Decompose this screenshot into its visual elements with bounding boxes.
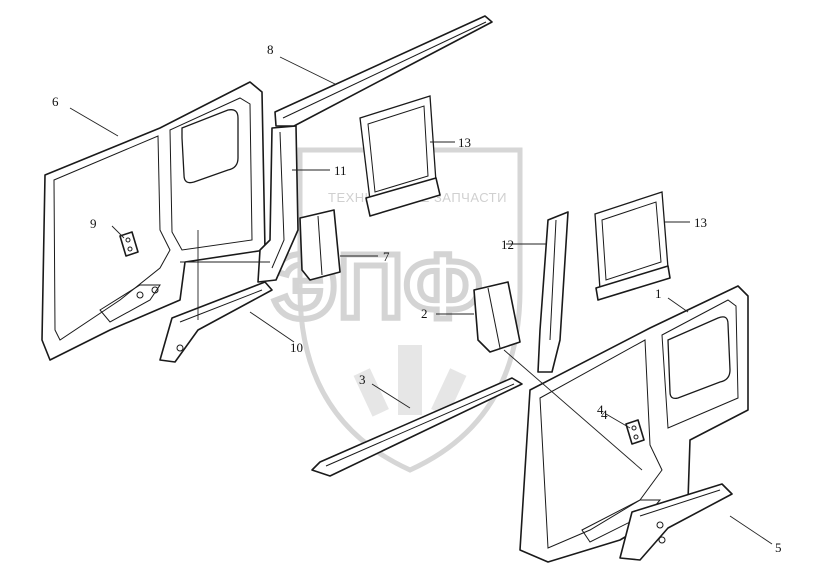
callout-3: 3	[359, 372, 366, 387]
callout-4-b: 4	[601, 407, 608, 422]
assembly-lines	[180, 230, 643, 471]
callout-13-upper: 13	[458, 135, 471, 150]
part-door-sill	[311, 377, 523, 477]
part-inner-pillar-right	[473, 281, 521, 353]
callout-8: 8	[267, 42, 274, 57]
callout-2: 2	[421, 306, 428, 321]
leader-lines	[69, 56, 773, 545]
part-roof-rail	[274, 15, 493, 127]
part-inner-pillar	[299, 209, 341, 281]
callout-9: 9	[90, 216, 97, 231]
callout-7: 7	[383, 249, 390, 264]
callout-4-a: 4	[597, 402, 604, 417]
part-floor-member-left	[159, 281, 273, 363]
callout-labels: 6 8 13 11 9 7 12 13 2 1 10 3 4 4 5	[52, 42, 782, 555]
part-bracket-right	[625, 419, 645, 445]
callout-6: 6	[52, 94, 59, 109]
part-floor-member-right	[619, 483, 733, 561]
callout-11: 11	[334, 163, 347, 178]
callout-5: 5	[775, 540, 782, 555]
part-bracket-left	[119, 231, 139, 257]
callout-12: 12	[501, 237, 514, 252]
part-window-frame-upper	[359, 95, 441, 217]
part-window-frame-lower	[594, 191, 671, 301]
part-b-pillar	[257, 125, 299, 283]
callout-13-lower: 13	[694, 215, 707, 230]
callout-1: 1	[655, 286, 662, 301]
part-left-door-frame	[41, 81, 266, 361]
callout-10: 10	[290, 340, 303, 355]
part-rear-pillar	[537, 211, 569, 373]
